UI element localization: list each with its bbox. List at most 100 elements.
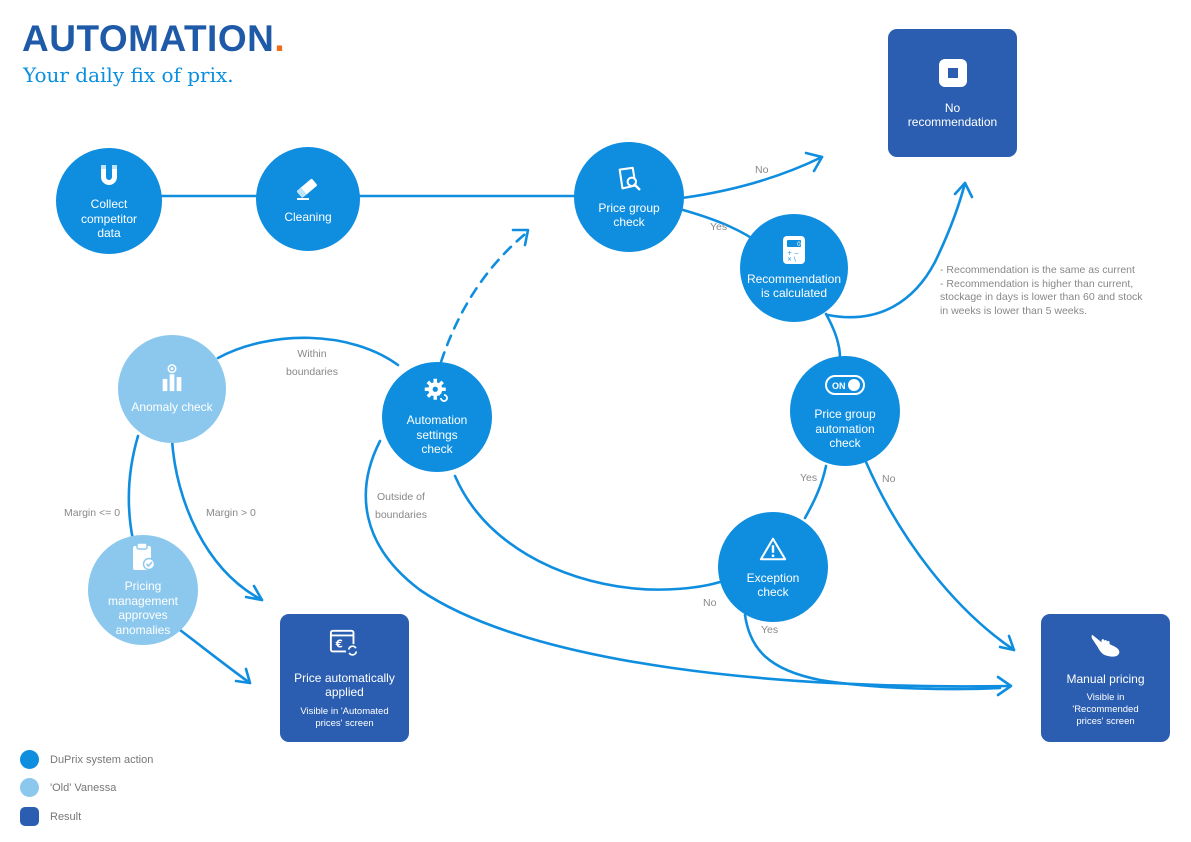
node-label-line: Pricing (124, 579, 162, 593)
node-price-group-automation-check: ON Price group automation check (790, 356, 900, 466)
hand-pointer-icon (1090, 628, 1122, 660)
result-label-line: No (944, 100, 961, 115)
legend-swatch-old (20, 778, 39, 797)
edge-label-line: Within (297, 348, 327, 360)
arrowhead-auto-top (244, 584, 264, 602)
arrowhead-pgcheck-no (804, 151, 824, 173)
connector-settings-outside (364, 439, 1012, 688)
edge-label-margin-gt-zero: Margin > 0 (206, 507, 256, 519)
node-label-line: data (97, 226, 121, 241)
result-sub-line: prices' screen (315, 717, 374, 729)
node-label-line: Recommendation (746, 271, 842, 286)
note-line: stockage in days is lower than 60 and st… (940, 291, 1143, 303)
result-visibility-note: Visible in 'Recommended prices' screen (1072, 692, 1138, 728)
connector-anomaly-margin-gt (170, 438, 264, 602)
svg-text:0: 0 (797, 241, 801, 248)
edge-label-line: Outside of (377, 491, 425, 503)
result-label-line: recommendation (907, 115, 998, 129)
node-collect-competitor-data: Collect competitor data (56, 148, 162, 254)
svg-text:+ −: + − (787, 250, 799, 257)
node-label-line: management (107, 593, 179, 608)
edge-label-line: boundaries (286, 366, 338, 378)
legend-item-old-vanessa: 'Old' Vanessa (20, 778, 116, 797)
arrowhead-settings-to-pgcheck (511, 228, 530, 247)
result-sub-line: prices' screen (1076, 716, 1135, 728)
node-label-line: Price group (814, 407, 876, 422)
result-visibility-note: Visible in 'Automated prices' screen (300, 706, 388, 730)
note-line: - Recommendation is higher than current, (940, 277, 1134, 290)
stop-icon (937, 57, 969, 89)
node-label-line: Automation (406, 413, 468, 428)
title-dot: . (274, 18, 286, 59)
result-sub-line: 'Recommended (1072, 704, 1139, 716)
node-label-line: Exception (746, 570, 800, 585)
edge-label-margin-le-zero: Margin <= 0 (64, 507, 121, 519)
edge-label-pga-no: No (882, 473, 896, 485)
result-label-line: Manual pricing (1066, 671, 1145, 686)
toggle-on-text: ON (832, 381, 846, 391)
legend-item-result: Result (20, 807, 81, 826)
clipboard-icon (129, 542, 157, 571)
legend-swatch-result (20, 807, 39, 826)
edge-label-line: boundaries (375, 509, 427, 521)
legend-label: 'Old' Vanessa (50, 781, 117, 794)
result-manual-pricing: Manual pricing Visible in 'Recommended p… (1041, 614, 1170, 742)
toggle-icon: ON (825, 371, 865, 399)
connector-exception-to-pga (803, 464, 828, 520)
eraser-icon (294, 174, 322, 202)
connector-exception-to-manual (743, 613, 1002, 691)
node-label-line: settings (416, 427, 458, 442)
node-label-line: Cleaning (284, 209, 332, 224)
arrowhead-manual-bottom (996, 675, 1013, 697)
edge-label-outside-boundaries: Outside of boundaries (375, 488, 427, 524)
connector-recommendation-note (826, 181, 967, 319)
node-label-line: check (613, 215, 645, 229)
connector-pricingmgmt-to-auto (178, 628, 252, 685)
node-label-line: check (421, 442, 453, 457)
note-line: - Recommendation is the same as current (940, 264, 1135, 276)
node-exception-check: Exception check (718, 512, 828, 622)
node-label-line: competitor (80, 211, 138, 226)
node-label-line: Collect (90, 197, 128, 212)
connector-settings-to-exception (453, 474, 722, 591)
connector-pga-to-manual (864, 460, 1016, 652)
gear-icon (423, 377, 451, 405)
edge-label-pgcheck-no: No (755, 164, 769, 176)
connector-pgcheck-no (680, 155, 824, 200)
magnet-icon (95, 161, 123, 189)
legend-swatch-system (20, 750, 39, 769)
warning-icon (759, 535, 787, 563)
node-label-line: check (829, 436, 861, 451)
svg-text:× \: × \ (787, 256, 797, 263)
node-label-line: approves (118, 608, 168, 622)
arrowhead-auto-bottom (234, 667, 252, 685)
bar-chart-icon (158, 363, 186, 392)
edge-label-exception-no: No (703, 597, 717, 609)
connector-recommendation-to-pga (824, 312, 842, 360)
connector-settings-to-pgcheck (439, 228, 532, 364)
note-line: in weeks is lower than 5 weeks. (940, 304, 1088, 317)
node-recommendation-calculated: 0 + −× \ Recommendation is calculated (740, 214, 848, 322)
node-label-line: anomalies (115, 622, 171, 637)
result-price-automatically-applied: € Price automatically applied Visible in… (280, 614, 409, 742)
node-label-line: is calculated (760, 286, 828, 300)
euro-refresh-icon: € (329, 627, 361, 659)
node-label-line: Price group (598, 200, 660, 215)
arrowhead-recommendation-norec (953, 181, 974, 199)
connector-anomaly-within (216, 336, 400, 367)
legend-label: DuPrix system action (50, 753, 154, 766)
result-sub-line: Visible in 'Automated (300, 705, 389, 717)
legend-label: Result (50, 810, 82, 823)
node-label-line: Anomaly check (131, 399, 213, 414)
result-sub-line: Visible in (1086, 692, 1125, 704)
node-label-line: automation (815, 421, 875, 436)
edge-label-exception-yes: Yes (761, 624, 779, 636)
legend-item-system-action: DuPrix system action (20, 750, 153, 769)
edge-label-within-boundaries: Within boundaries (283, 345, 341, 381)
connector-anomaly-margin-le (127, 434, 140, 542)
edge-label-pga-yes: Yes (800, 472, 818, 484)
result-label-line: applied (325, 685, 364, 699)
node-automation-settings-check: Automation settings check (382, 362, 492, 472)
